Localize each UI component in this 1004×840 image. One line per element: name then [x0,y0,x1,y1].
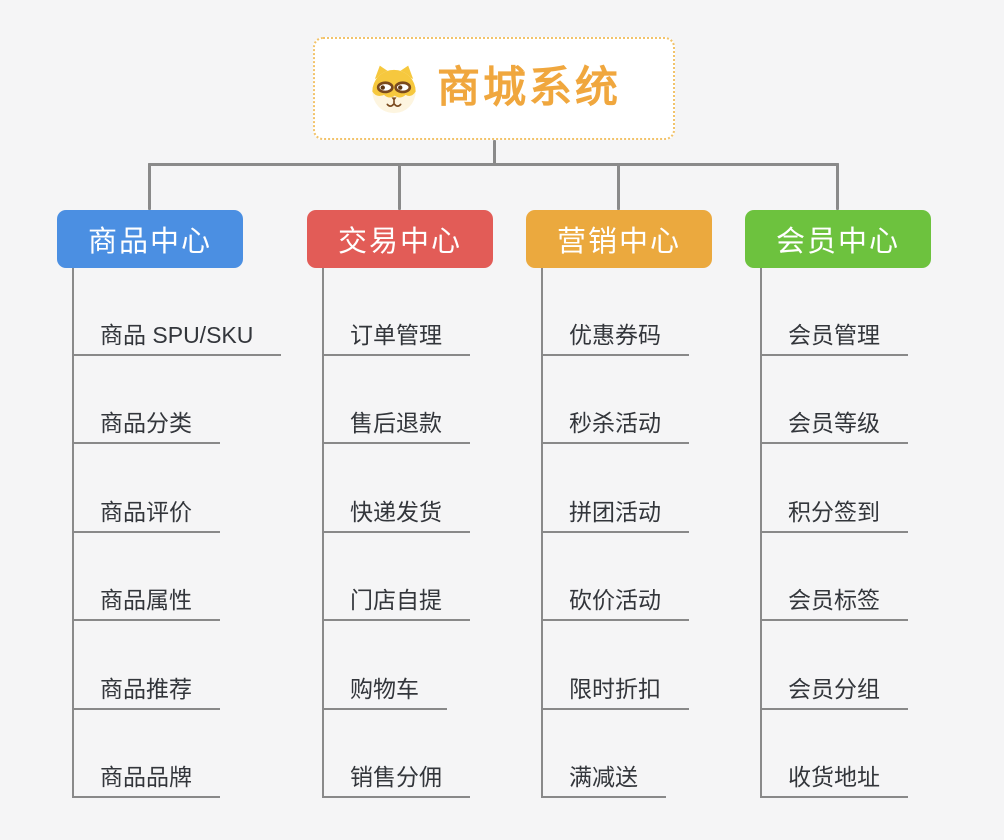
list-item[interactable]: 会员分组 [760,672,908,710]
root-title: 商城系统 [437,64,621,112]
list-item-label: 快递发货 [350,498,442,525]
branch-4: 会员中心 会员管理会员等级积分签到会员标签会员分组收货地址 [745,210,995,810]
list-item-label: 会员分组 [788,675,880,702]
list-item[interactable]: 秒杀活动 [541,406,689,445]
list-item-label: 秒杀活动 [569,410,661,437]
branch-header[interactable]: 会员中心 [745,210,931,268]
list-item-label: 砍价活动 [569,587,661,614]
list-item[interactable]: 商品属性 [72,583,220,622]
list-item-label: 商品属性 [100,587,192,614]
branch-spine-line [322,268,324,798]
root-node-mall-system[interactable]: 商城系统 [313,37,675,140]
list-item-label: 售后退款 [350,410,442,437]
list-item[interactable]: 收货地址 [760,760,908,798]
list-item-label: 拼团活动 [569,498,661,525]
connector-horizontal-bar [148,163,839,166]
list-item-label: 收货地址 [788,764,880,790]
connector-drop-3 [617,163,620,210]
list-item[interactable]: 商品推荐 [72,672,220,710]
list-item[interactable]: 拼团活动 [541,495,689,533]
list-item-label: 商品品牌 [100,764,192,790]
list-item-label: 满减送 [569,764,638,790]
list-item-label: 会员等级 [788,410,880,437]
dog-face-icon [367,64,421,114]
list-item[interactable]: 会员等级 [760,406,908,445]
branch-item-list: 会员管理会员等级积分签到会员标签会员分组收货地址 [745,210,995,810]
list-item-label: 订单管理 [350,322,442,348]
connector-drop-4 [836,163,839,210]
connector-drop-1 [148,163,151,210]
list-item-label: 优惠券码 [569,322,661,348]
list-item-label: 会员管理 [788,322,880,348]
list-item[interactable]: 门店自提 [322,583,470,622]
list-item-label: 商品 SPU/SKU [100,322,254,348]
list-item[interactable]: 限时折扣 [541,672,689,710]
branch-item-list: 优惠券码秒杀活动拼团活动砍价活动限时折扣满减送 [526,210,776,810]
list-item[interactable]: 商品分类 [72,406,220,445]
list-item[interactable]: 会员标签 [760,583,908,622]
list-item[interactable]: 快递发货 [322,495,470,533]
branch-item-list: 商品 SPU/SKU 商品分类商品评价商品属性商品推荐商品品牌 [57,210,307,810]
branch-spine-line [760,268,762,798]
list-item-label: 商品推荐 [100,675,192,702]
list-item-label: 购物车 [350,675,419,702]
list-item[interactable]: 会员管理 [760,318,908,356]
list-item[interactable]: 销售分佣 [322,760,470,798]
branch-3: 营销中心 优惠券码秒杀活动拼团活动砍价活动限时折扣满减送 [526,210,776,810]
branch-1: 商品中心 商品 SPU/SKU 商品分类商品评价商品属性商品推荐商品品牌 [57,210,307,810]
list-item-label: 门店自提 [350,587,442,614]
list-item-label: 销售分佣 [350,764,442,790]
connector-root-stem [493,140,496,166]
connector-drop-2 [398,163,401,210]
list-item[interactable]: 商品品牌 [72,760,220,798]
list-item-label: 限时折扣 [569,675,661,702]
list-item-label: 商品分类 [100,410,192,437]
branch-2: 交易中心 订单管理售后退款快递发货门店自提购物车销售分佣 [307,210,557,810]
list-item-label: 积分签到 [788,498,880,525]
list-item-label: 商品评价 [100,498,192,525]
list-item[interactable]: 满减送 [541,760,666,798]
branch-header[interactable]: 营销中心 [526,210,712,268]
list-item[interactable]: 商品评价 [72,495,220,533]
list-item[interactable]: 购物车 [322,672,447,710]
branch-spine-line [541,268,543,798]
list-item-label: 会员标签 [788,587,880,614]
list-item[interactable]: 订单管理 [322,318,470,356]
list-item[interactable]: 砍价活动 [541,583,689,622]
list-item[interactable]: 积分签到 [760,495,908,533]
branch-item-list: 订单管理售后退款快递发货门店自提购物车销售分佣 [307,210,557,810]
list-item[interactable]: 售后退款 [322,406,470,445]
branch-header[interactable]: 交易中心 [307,210,493,268]
branch-header[interactable]: 商品中心 [57,210,243,268]
branch-spine-line [72,268,74,798]
list-item[interactable]: 优惠券码 [541,318,689,356]
list-item[interactable]: 商品 SPU/SKU [72,318,282,356]
